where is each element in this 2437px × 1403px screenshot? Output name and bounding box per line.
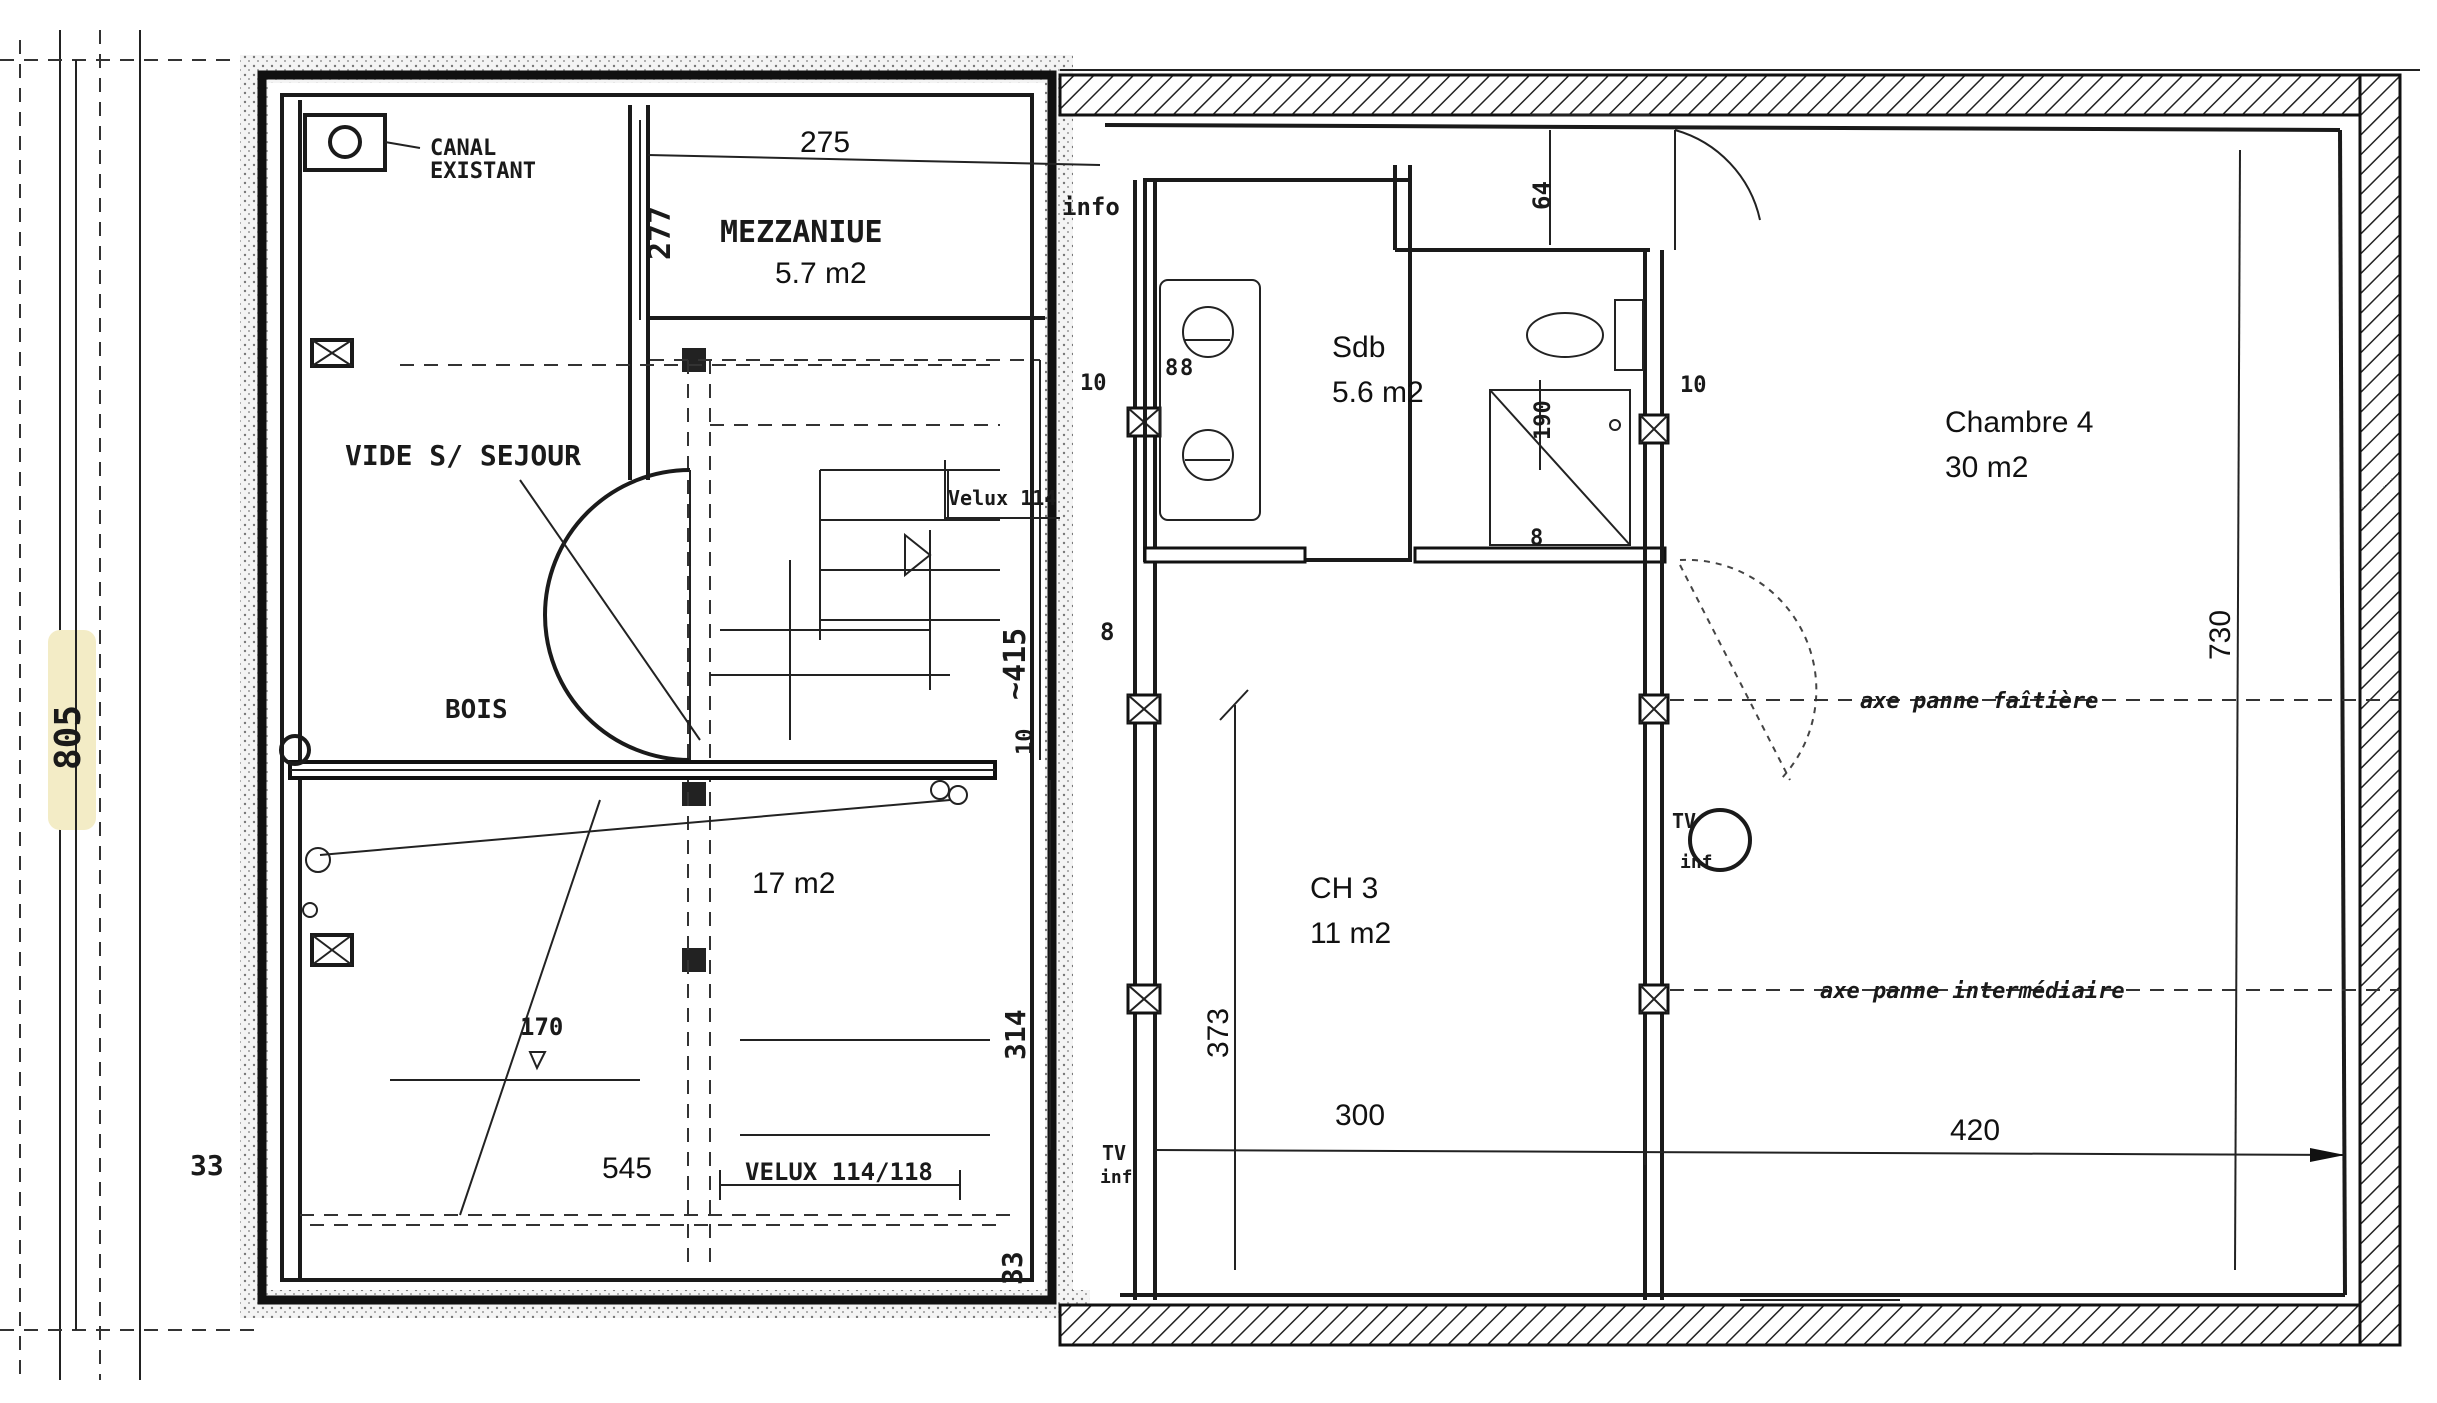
mezzanine-area: 5.7 m2 [775, 257, 867, 290]
dimension-420: 420 [1950, 1114, 2000, 1147]
bois-label: BOIS [445, 695, 508, 725]
dimension-33-bottom: 33 [996, 1251, 1029, 1285]
dimension-8-sink-b: 8 [1180, 356, 1193, 381]
tv-inf-label-2: TV [1672, 809, 1696, 833]
tv-inf-label-1b: inf [1100, 1167, 1133, 1188]
dimension-33-left: 33 [190, 1149, 224, 1182]
vide-sejour-label: VIDE S/ SEJOUR [345, 439, 581, 472]
dimension-373: 373 [1202, 1008, 1235, 1058]
ch3-name: CH 3 [1310, 872, 1378, 905]
ch3-area: 11 m2 [1310, 917, 1391, 950]
velux-big-label: VELUX 114/118 [745, 1158, 933, 1186]
sdb-area: 5.6 m2 [1332, 376, 1424, 409]
tv-inf-label-2b: inf [1680, 852, 1713, 873]
canal-label-1: CANAL [430, 136, 496, 161]
dimension-64: 64 [1528, 181, 1556, 210]
dimension-314: 314 [999, 1009, 1032, 1060]
dimension-170: 170 [520, 1013, 563, 1041]
dimension-8-shower: 8 [1530, 526, 1543, 551]
dimension-10-sink: 10 [1080, 371, 1107, 396]
sdb-name: Sdb [1332, 331, 1385, 364]
dimension-277: 277 [643, 206, 678, 260]
dimension-highlight [48, 630, 96, 830]
left-plan-section [240, 55, 1101, 1318]
canal-box [303, 113, 387, 172]
dimension-10-shower: 10 [1680, 373, 1707, 398]
axe-intermediaire-label: axe panne intermédiaire [1820, 979, 2125, 1004]
mezzanine-label: MEZZANIUE [720, 215, 883, 250]
info-label: info [1062, 193, 1120, 221]
velux-small-label: Velux 114 [948, 486, 1056, 510]
dimension-805: 805 [48, 705, 89, 770]
dimension-730: 730 [2204, 610, 2237, 660]
sejour-area: 17 m2 [752, 867, 835, 900]
right-plan-section [1058, 69, 2420, 1347]
tv-inf-label-1: TV [1102, 1141, 1126, 1165]
dimension-8-left: 8 [1100, 618, 1114, 646]
dimension-10-left: 10 [1013, 729, 1038, 756]
dimension-300: 300 [1335, 1099, 1385, 1132]
dimension-415: ~415 [998, 628, 1033, 700]
dimension-275: 275 [800, 126, 850, 159]
dimension-8-sink-a: 8 [1165, 356, 1178, 381]
axe-faitiere-label: axe panne faîtière [1860, 689, 2098, 714]
chambre4-name: Chambre 4 [1945, 406, 2093, 439]
chambre4-area: 30 m2 [1945, 451, 2028, 484]
canal-label-2: EXISTANT [430, 159, 536, 184]
dimension-190: 190 [1531, 400, 1556, 440]
dimension-545: 545 [602, 1152, 652, 1185]
